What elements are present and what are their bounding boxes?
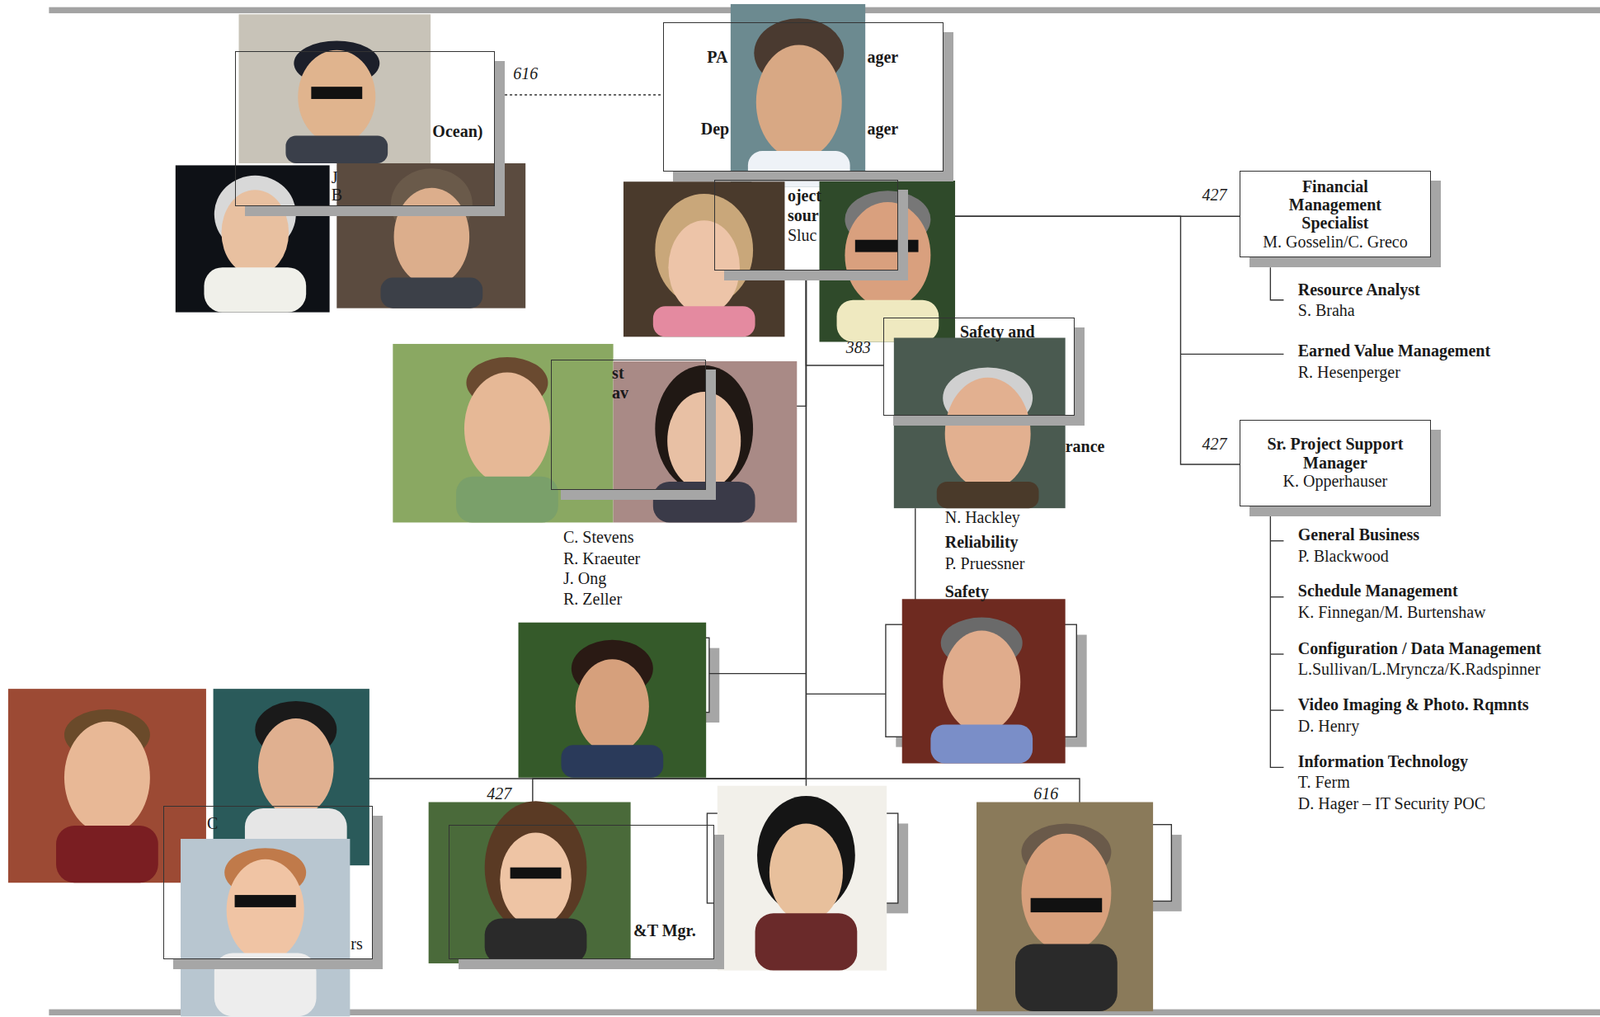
- org-label: D. Henry: [1298, 716, 1360, 736]
- org-label: Schedule Management: [1298, 581, 1459, 601]
- staff-photo: [613, 361, 798, 523]
- box-text: Safety and: [960, 322, 1036, 342]
- org-label: R. Zeller: [563, 589, 622, 609]
- org-label: D. Hager – IT Security POC: [1298, 794, 1486, 814]
- org-label: Information Technology: [1298, 752, 1469, 772]
- org-label: Earned Value Management: [1298, 341, 1491, 361]
- box-name: M. Gosselin/C. Greco: [1262, 232, 1408, 251]
- box-text: st: [611, 363, 624, 383]
- callout-number: 383: [846, 338, 871, 358]
- box-text: Sluc: [787, 225, 818, 245]
- staff-photo: [336, 163, 526, 309]
- org-box: ojectsourSluc: [714, 179, 899, 271]
- org-label: Safety: [945, 582, 989, 602]
- box-text: &T Mgr.: [633, 921, 697, 941]
- org-box: Safety and: [883, 317, 1074, 416]
- staff-photo: [518, 622, 707, 778]
- callout-number: 616: [1033, 784, 1059, 804]
- org-label: Video Imaging & Photo. Rqmnts: [1298, 695, 1530, 715]
- box-heading: Sr. Project Support Manager: [1252, 434, 1418, 472]
- box-text: oject: [787, 186, 822, 206]
- org-label: R. Kraeuter: [563, 549, 640, 569]
- staff-photo: [976, 801, 1153, 1012]
- staff-photo: [717, 785, 887, 971]
- callout-number: 427: [1201, 434, 1227, 454]
- box-text: rs: [350, 934, 363, 954]
- org-label: General Business: [1298, 525, 1420, 545]
- org-label: R. Hesenperger: [1298, 362, 1401, 382]
- org-box: Ocean) JB: [235, 51, 495, 207]
- box-heading: Financial Management Specialist: [1273, 177, 1398, 233]
- staff-photo: [894, 338, 1066, 509]
- callout-number: 427: [486, 784, 512, 804]
- callout-number: 427: [1201, 185, 1227, 205]
- dashed-link: [494, 94, 664, 95]
- org-box: Crs: [163, 805, 373, 960]
- org-box: PAagerDepager: [663, 22, 944, 172]
- org-label: J. Ong: [563, 569, 607, 589]
- org-label: K. Finnegan/M. Burtenshaw: [1298, 602, 1487, 622]
- staff-photo: [239, 14, 432, 164]
- org-label: Configuration / Data Management: [1298, 639, 1542, 659]
- staff-photo: [902, 598, 1066, 763]
- staff-photo: [428, 800, 631, 964]
- bracket-lines: [709, 267, 1285, 825]
- org-label: S. Braha: [1298, 301, 1356, 320]
- box-text: ager: [866, 47, 899, 67]
- callout-number: 616: [512, 64, 538, 84]
- staff-photo: [392, 343, 613, 523]
- box-text: B: [331, 185, 343, 205]
- org-box: stav: [550, 359, 706, 490]
- box-text: Dep: [701, 119, 730, 139]
- box-body: Financial Management SpecialistM. Gossel…: [1240, 171, 1430, 258]
- org-box: Sr. Project Support ManagerK. Opperhause…: [1239, 419, 1431, 507]
- staff-photo: [175, 164, 330, 312]
- staff-photo: [730, 4, 866, 187]
- staff-photo: [180, 838, 350, 1017]
- staff-photo: [623, 181, 785, 337]
- org-label: T. Ferm: [1298, 772, 1351, 792]
- org-label: Reliability: [945, 532, 1019, 552]
- box-text: ager: [866, 119, 899, 139]
- org-label: P. Pruessner: [945, 554, 1026, 574]
- org-box: &T Mgr.: [448, 824, 715, 960]
- box-text: Ocean): [432, 122, 483, 142]
- org-label: Resource Analyst: [1298, 280, 1421, 300]
- box-name: K. Opperhauser: [1283, 471, 1389, 490]
- box-text: av: [611, 383, 629, 403]
- box-text: C: [207, 814, 218, 833]
- org-label: P. Blackwood: [1298, 546, 1389, 566]
- org-label: L.Sullivan/L.Mryncza/K.Radspinner: [1298, 659, 1541, 679]
- org-label: C. Stevens: [563, 527, 635, 547]
- box-text: J: [331, 168, 339, 188]
- org-label: rance: [1065, 437, 1106, 457]
- box-text: PA: [706, 47, 728, 67]
- box-body: Sr. Project Support ManagerK. Opperhause…: [1240, 420, 1430, 506]
- org-label: N. Hackley: [945, 508, 1021, 528]
- staff-photo: [8, 688, 207, 883]
- box-text: sour: [787, 206, 819, 226]
- org-box: Financial Management SpecialistM. Gossel…: [1239, 170, 1431, 259]
